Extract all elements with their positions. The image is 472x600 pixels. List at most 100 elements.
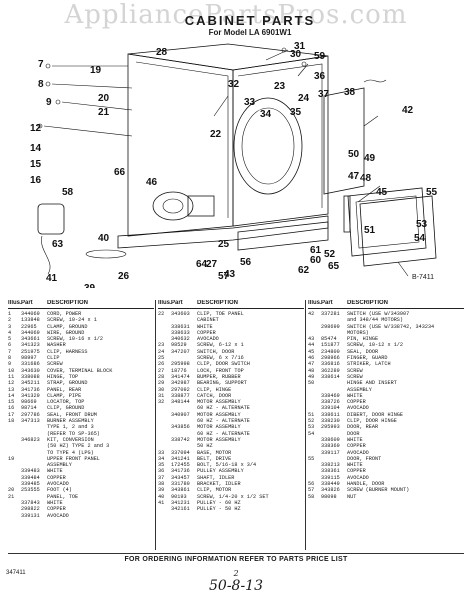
illus-number: 8	[8, 355, 12, 362]
motor-base	[187, 195, 215, 217]
part-description: PULLEY ASSEMBLY	[197, 468, 244, 475]
illus-number: 19	[8, 455, 15, 462]
part-number: 343856	[171, 424, 190, 431]
part-description: UPPER FRONT PANEL	[47, 455, 100, 462]
part-number: 85474	[321, 336, 337, 343]
part-description: AVOCADO	[347, 474, 369, 481]
callout-label: 21	[98, 107, 110, 118]
part-description: AVOCADO	[47, 481, 69, 488]
part-number: 133848	[21, 317, 40, 324]
part-number: 343603	[171, 311, 190, 317]
illus-number: 56	[308, 481, 315, 488]
callout-label: 36	[314, 71, 326, 82]
part-number: 343826	[321, 487, 340, 494]
parts-row: 60 HZ - ALTERNATE	[158, 405, 304, 411]
illus-number: 6	[8, 342, 12, 349]
callout-label: 41	[46, 273, 58, 284]
part-description: CLAMP, PIPE	[47, 392, 82, 399]
callout-label: 51	[364, 225, 376, 236]
callout-label: 33	[244, 97, 256, 108]
part-description: LOCK, FRONT TOP	[197, 367, 244, 374]
callout-label: 30	[290, 49, 302, 60]
part-description: MOTOR ASSEMBLY	[197, 411, 241, 418]
callout-label: 60	[310, 255, 322, 266]
part-description: LOCATOR, TOP	[47, 399, 85, 406]
callout-label: 62	[298, 265, 310, 276]
part-description: WIRE, GROUND	[47, 329, 85, 336]
drum-opening	[233, 97, 303, 195]
cabinet-rear-panel	[232, 55, 329, 227]
callout-label: 15	[30, 159, 42, 170]
upper-front-panel	[323, 87, 365, 195]
illus-number: 34	[158, 455, 165, 462]
part-description: COPPER	[347, 443, 366, 450]
part-description: (50 HZ) TYPE 2 and 3	[47, 443, 110, 450]
handwritten-superscript: 2	[233, 569, 239, 578]
part-description: SEAL, DOOR	[347, 348, 379, 355]
sheet-title: CABINET PARTS	[184, 13, 316, 28]
part-number: 338230	[321, 418, 340, 425]
door-rear	[347, 187, 427, 257]
illus-number: 57	[308, 487, 315, 494]
part-number: 331686	[21, 361, 40, 368]
part-description: CLAMP, GROUND	[47, 323, 88, 330]
part-number: 338726	[321, 399, 340, 406]
illus-number: 10	[8, 367, 15, 374]
part-description: WHITE	[347, 392, 363, 399]
part-number: 297092	[171, 386, 190, 393]
callout-label: 24	[298, 93, 310, 104]
part-number: 341323	[21, 342, 40, 349]
part-number: 339115	[321, 474, 340, 481]
illus-number: 46	[308, 355, 315, 362]
cabinet-side-panel	[127, 53, 234, 237]
callout-label: 27	[206, 259, 218, 270]
part-description: WHITE	[47, 499, 63, 506]
callout-label: 22	[210, 129, 222, 140]
illus-number: 37	[158, 474, 165, 481]
part-number: 339484	[21, 474, 40, 481]
parts-row: MOTORS)	[308, 330, 464, 336]
illus-number: 53	[308, 424, 315, 431]
callout-label: 43	[224, 269, 236, 280]
part-number: 348144	[171, 399, 190, 406]
part-number: 341241	[171, 455, 190, 462]
part-number: 343630	[21, 367, 40, 374]
part-description: BUMPER, RUBBER	[197, 373, 241, 380]
callout-label: 7	[38, 59, 44, 70]
illus-number: 33	[158, 449, 165, 456]
part-number: 251975	[21, 348, 40, 355]
part-description: SCREW, 1/4-20 x 1/2 SET	[197, 493, 269, 500]
part-description: (REFER TO SP-365)	[47, 430, 100, 437]
power-cord	[41, 235, 51, 275]
part-description: and 348/44 MOTORS)	[347, 317, 404, 324]
callout-label: 63	[52, 239, 64, 250]
illus-number: 11	[8, 373, 15, 380]
callout-label: 57	[218, 271, 230, 282]
parts-row: CABINET	[158, 317, 304, 323]
illus-number: 12	[8, 380, 15, 387]
part-description: WHITE	[347, 436, 363, 443]
part-description: SWITCH, DOOR	[197, 348, 235, 355]
part-number: 338877	[171, 392, 190, 399]
